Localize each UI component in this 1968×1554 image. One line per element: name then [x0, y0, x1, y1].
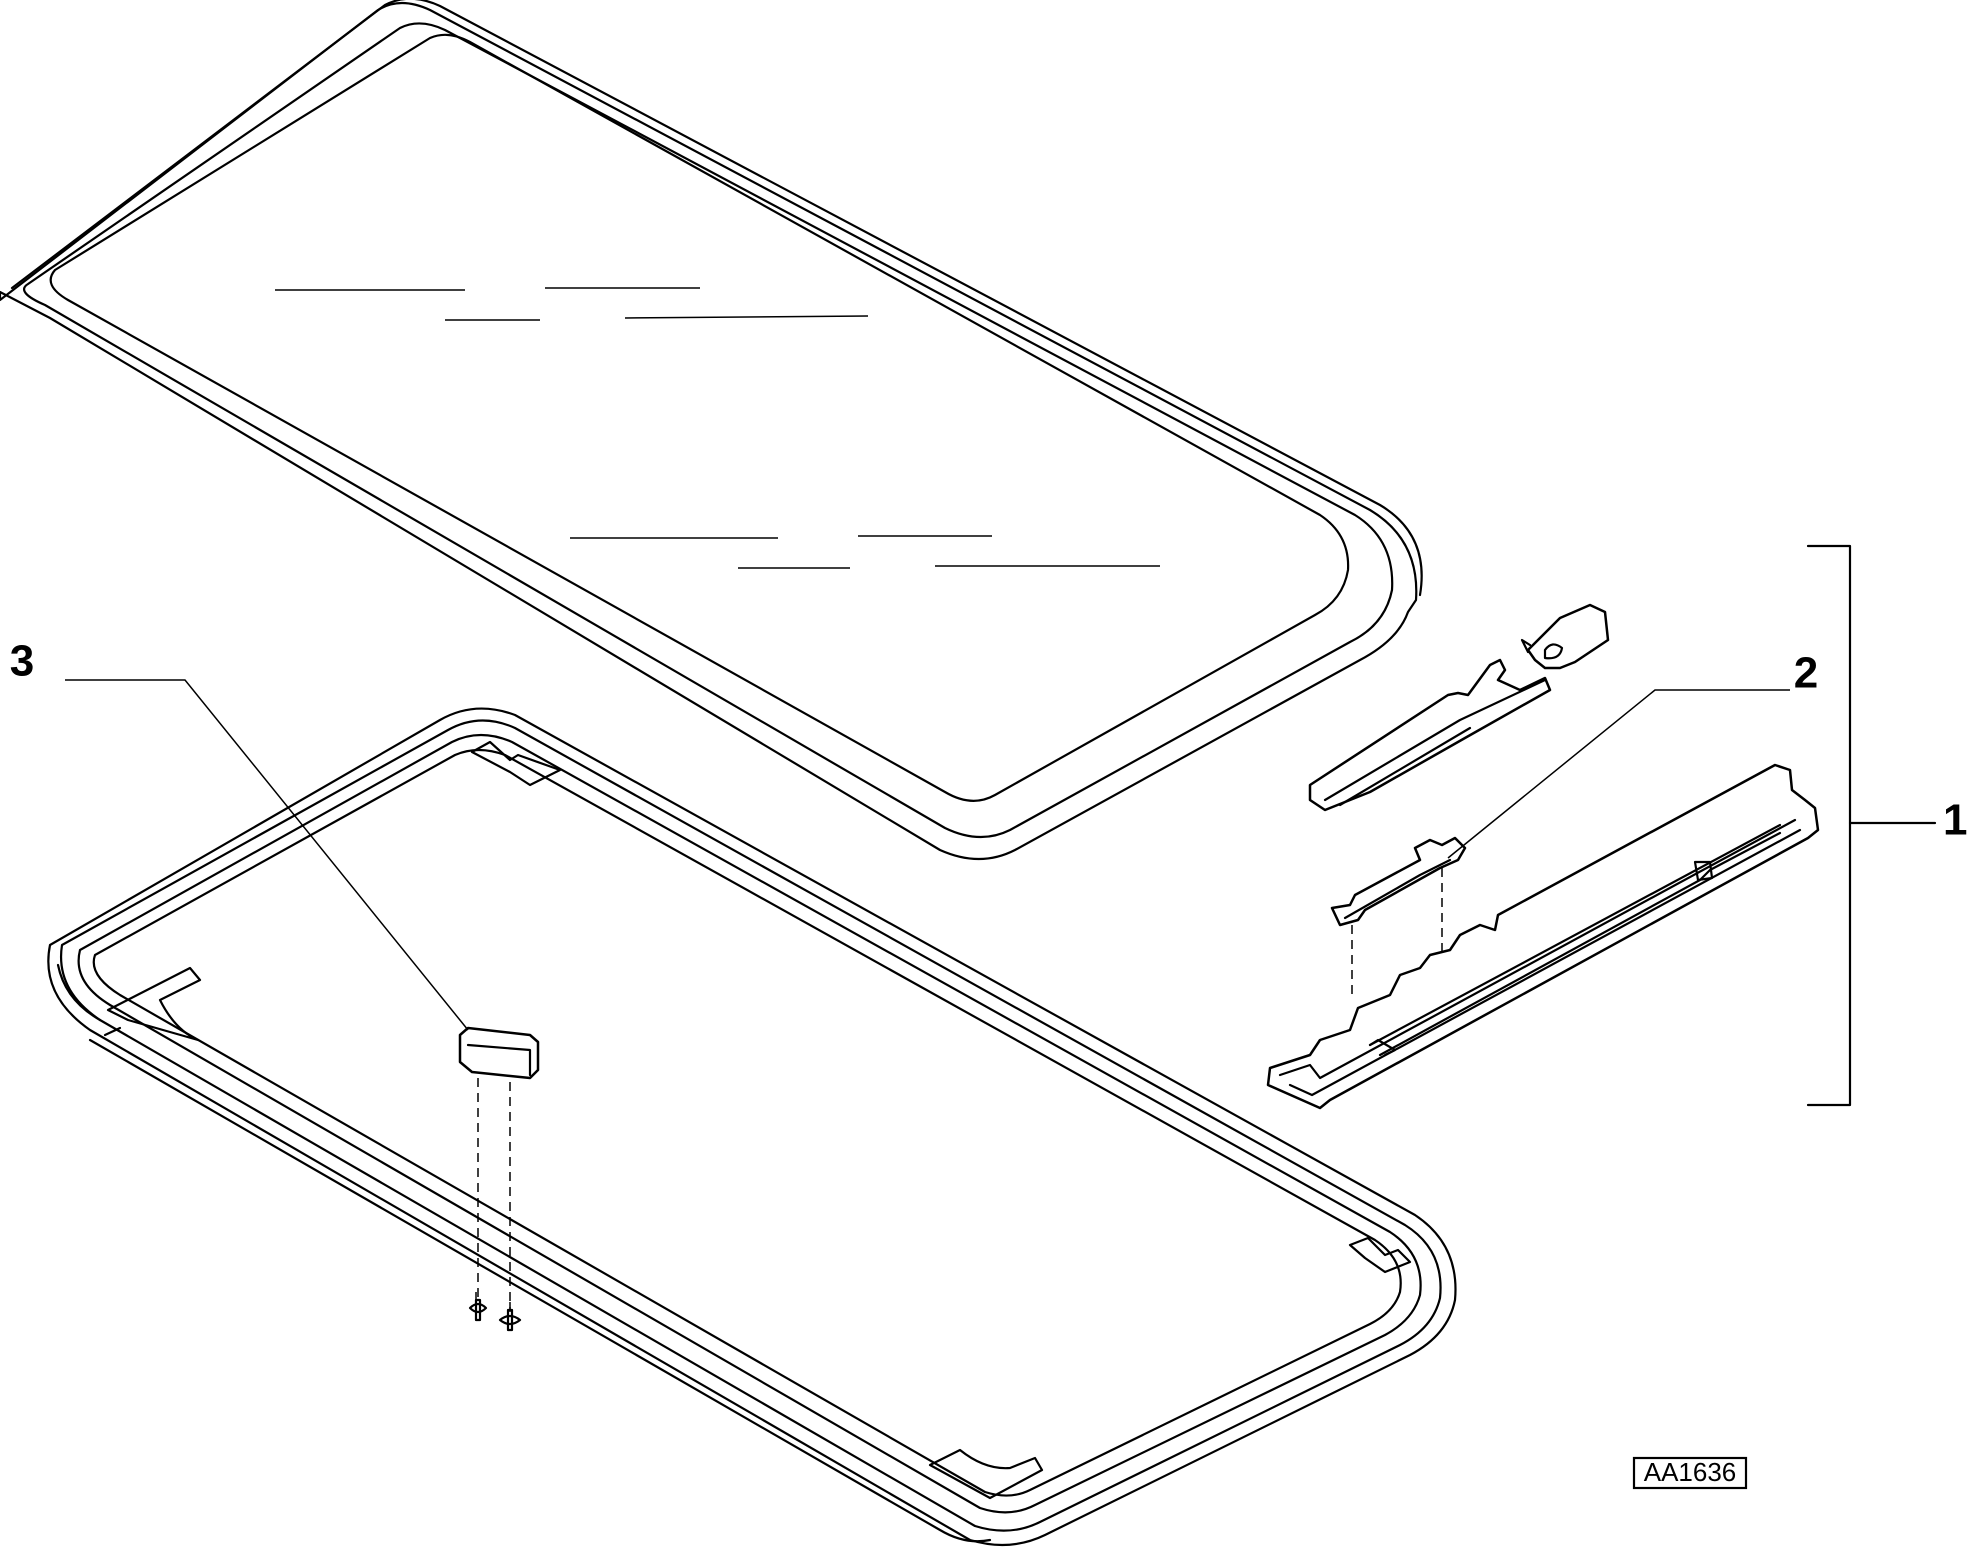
part-3-block [458, 1026, 540, 1332]
callout-label-2: 2 [1794, 649, 1818, 698]
callout-label-3: 3 [10, 637, 34, 686]
part-2-slider [1330, 836, 1467, 1000]
callout-1-bracket [1806, 544, 1937, 1107]
sunroof-frame [47, 707, 1457, 1547]
callout-3-leader [65, 679, 469, 1031]
callout-label-1: 1 [1943, 796, 1967, 845]
callout-2-leader [1447, 689, 1790, 859]
glass-panel [0, 0, 1423, 860]
reference-code: AA1636 [1644, 1457, 1737, 1487]
part-1-rail-assembly [1266, 603, 1820, 1110]
reference-code-box: AA1636 [1632, 1457, 1748, 1490]
